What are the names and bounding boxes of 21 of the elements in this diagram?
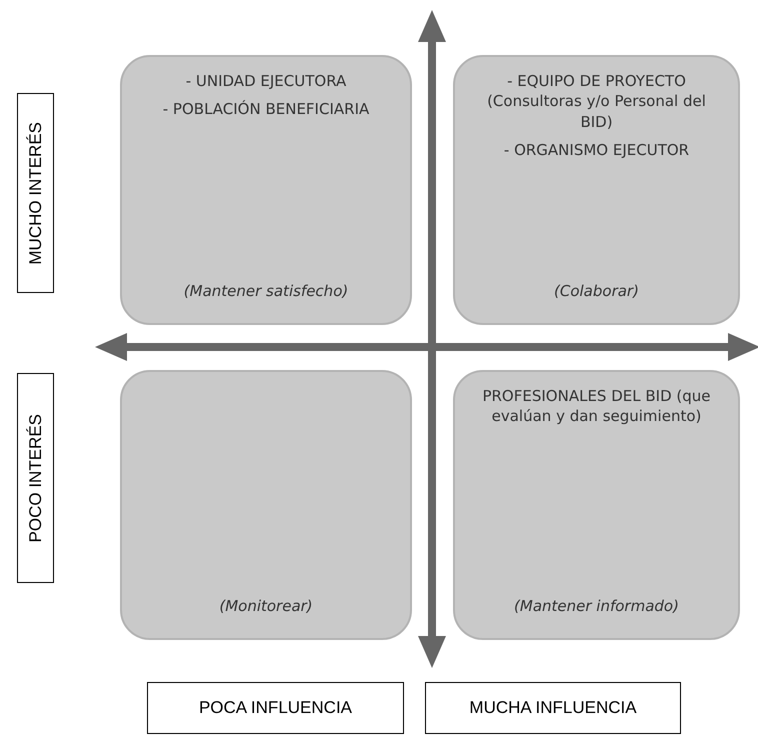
axis-label: POCA INFLUENCIA xyxy=(198,698,352,718)
stakeholder-text: - ORGANISMO EJECUTOR xyxy=(504,140,690,160)
stakeholder-text: PROFESIONALES DEL BID (que evalúan y dan seguimiento) xyxy=(481,386,712,426)
axis-label-box xyxy=(425,682,681,734)
strategy-text: (Mantener satisfecho) xyxy=(184,280,348,301)
axis-label: MUCHA INFLUENCIA xyxy=(469,698,637,718)
axis-label-box xyxy=(17,93,54,293)
stakeholder-text: - EQUIPO DE PROYECTO (Consultoras y/o Personal del BID) xyxy=(486,71,707,132)
axis-label-box xyxy=(147,682,404,734)
quadrant-box xyxy=(120,55,412,325)
axis-label: POCO INTERÉS xyxy=(26,414,46,542)
quadrant-box xyxy=(453,370,740,640)
stakeholder-text: - UNIDAD EJECUTORA xyxy=(186,71,346,92)
stakeholder-text: - POBLACIÓN BENEFICIARIA xyxy=(162,99,370,120)
quadrant-box xyxy=(120,370,412,640)
strategy-text: (Mantener informado) xyxy=(514,596,679,616)
strategy-text: (Monitorear) xyxy=(219,596,313,616)
strategy-text: (Colaborar) xyxy=(554,280,639,301)
quadrant-box xyxy=(453,55,740,325)
axis-label: MUCHO INTERÉS xyxy=(26,122,46,264)
axis-label-box xyxy=(17,373,54,583)
